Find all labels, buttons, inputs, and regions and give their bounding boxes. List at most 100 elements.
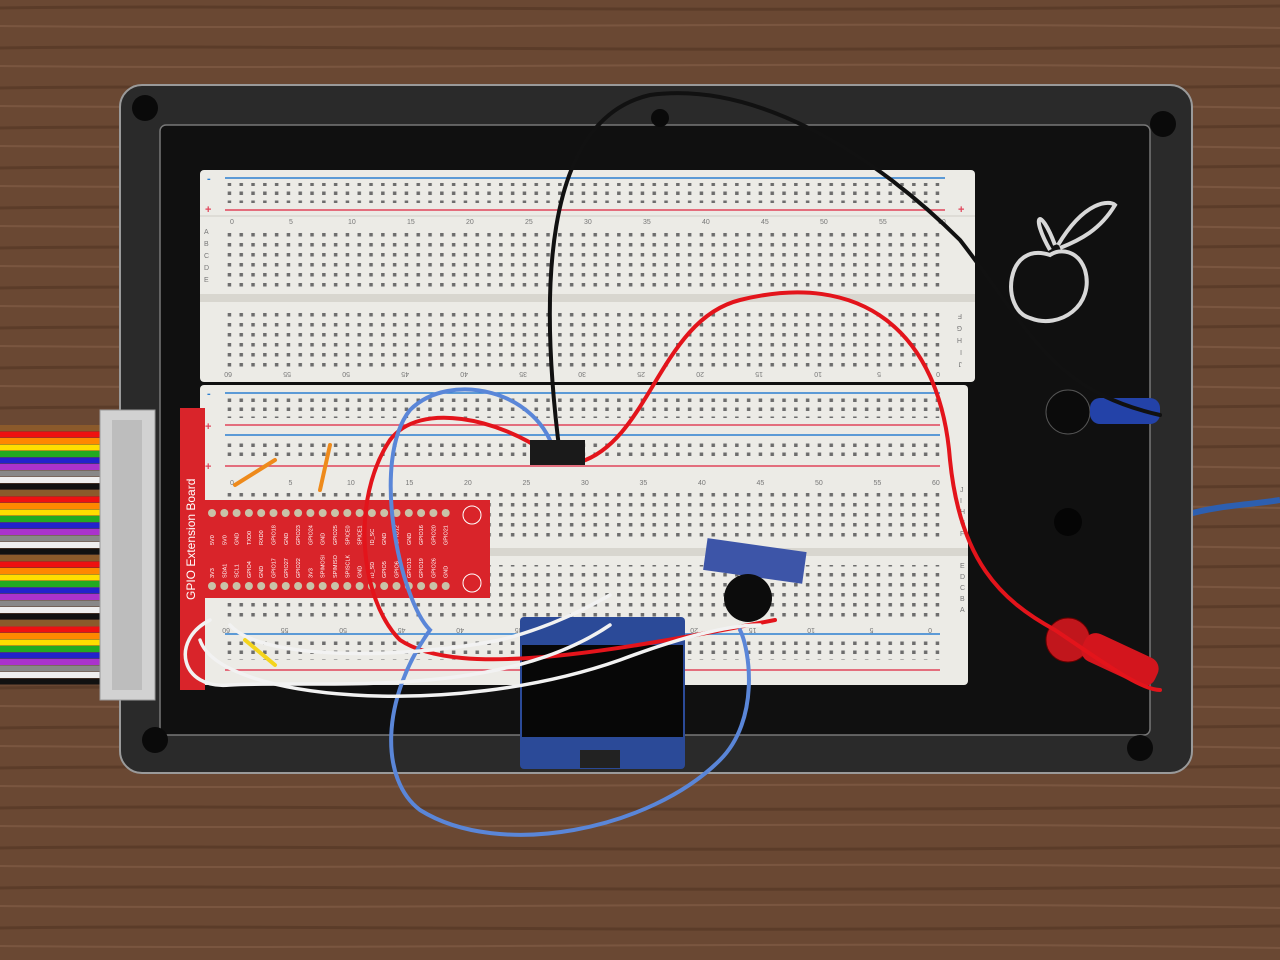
row-letter: E — [204, 277, 209, 284]
pin-label: GPIO16 — [419, 525, 425, 545]
orange-wire — [318, 443, 332, 492]
header-pin — [441, 509, 450, 517]
header-pin — [257, 509, 266, 517]
column-number: 5 — [289, 219, 293, 226]
column-number: 35 — [643, 219, 651, 226]
pin-label: SCL1 — [235, 564, 241, 578]
pin-label: SPISCLK — [345, 554, 351, 578]
header-pin — [306, 582, 315, 590]
header-pin — [355, 509, 364, 517]
push-button — [530, 440, 585, 465]
column-number: 5 — [870, 626, 874, 633]
row-letter: E — [960, 563, 965, 570]
header-pin — [392, 509, 401, 517]
rail-minus-label: - — [207, 173, 211, 185]
ribbon-strand — [0, 464, 105, 470]
header-pin — [441, 582, 450, 590]
header-pin — [318, 582, 327, 590]
ribbon-strand — [0, 483, 105, 490]
ribbon-strand — [0, 665, 105, 672]
ribbon-strand — [0, 626, 105, 633]
row-letter: H — [960, 509, 965, 516]
pin-label: GND — [259, 566, 265, 578]
row-letter: C — [960, 585, 965, 592]
row-letter: C — [204, 253, 209, 260]
pin-label: RXD0 — [259, 530, 265, 545]
column-number: 40 — [456, 626, 464, 633]
ribbon-cable — [0, 425, 105, 685]
column-number: 50 — [820, 219, 828, 226]
pin-label: GPIO27 — [284, 558, 290, 578]
pin-label: GPIO5 — [382, 561, 388, 578]
ribbon-strand — [0, 431, 105, 438]
row-letter: D — [960, 574, 965, 581]
header-pin — [417, 509, 426, 517]
header-pin — [294, 509, 303, 517]
pin-label: GND — [235, 533, 241, 545]
pin-label: SPICE1 — [358, 525, 364, 545]
pin-label: GPIO19 — [419, 558, 425, 578]
ribbon-strand — [0, 529, 105, 535]
column-number: 15 — [407, 219, 415, 226]
pin-label: GPIO21 — [444, 525, 450, 545]
pin-label: GPIO25 — [333, 525, 339, 545]
white-wire — [198, 623, 762, 698]
column-number: 10 — [347, 480, 355, 487]
row-letter: B — [960, 596, 965, 603]
black-binding-post — [1045, 389, 1160, 435]
column-number: 50 — [342, 370, 350, 377]
column-number: 25 — [525, 219, 533, 226]
ribbon-strand — [0, 425, 105, 431]
header-pin — [244, 509, 253, 517]
ribbon-strand — [0, 613, 105, 620]
pin-label: ID_SC — [370, 529, 376, 545]
ribbon-strand — [0, 503, 105, 509]
ribbon-strand — [0, 522, 105, 529]
header-pin — [208, 509, 216, 517]
ribbon-strand — [0, 509, 105, 516]
column-number: 25 — [637, 370, 645, 377]
ribbon-strand — [0, 470, 105, 477]
column-number: 20 — [464, 480, 472, 487]
row-letter: B — [204, 241, 209, 248]
row-letter: I — [960, 498, 962, 505]
pin-label: SPIMOSI — [321, 555, 327, 578]
pin-label: GPIO24 — [308, 525, 314, 545]
ribbon-strand — [0, 607, 105, 613]
header-pin — [306, 509, 315, 517]
column-number: 15 — [755, 370, 763, 377]
pin-label: GPIO6 — [395, 561, 401, 578]
raspberry-logo — [1009, 200, 1118, 324]
ribbon-strand — [0, 646, 105, 652]
column-number: 50 — [815, 480, 823, 487]
header-pin — [343, 582, 352, 590]
rail-plus-label: + — [205, 421, 211, 433]
sensor-module — [703, 538, 807, 622]
ribbon-strand — [0, 659, 105, 665]
header-pin — [232, 582, 241, 590]
column-number: 45 — [761, 219, 769, 226]
pin-label: GND — [358, 566, 364, 578]
header-pin — [220, 582, 229, 590]
screw-icon — [132, 95, 1176, 761]
column-number: 45 — [398, 626, 406, 633]
ribbon-strand — [0, 535, 105, 542]
column-number: 0 — [230, 219, 234, 226]
column-number: 40 — [460, 370, 468, 377]
ribbon-strand — [0, 639, 105, 646]
column-number: 60 — [224, 370, 232, 377]
ribbon-strand — [0, 555, 105, 561]
header-pin — [331, 509, 339, 517]
column-number: 55 — [874, 480, 882, 487]
column-number: 55 — [281, 626, 289, 633]
pin-label: GND — [284, 533, 290, 545]
row-letter: J — [960, 487, 964, 494]
header-pin — [244, 582, 253, 590]
column-number: 15 — [406, 480, 414, 487]
black-wire — [547, 91, 1162, 457]
header-pin — [294, 582, 303, 590]
pin-label: GPIO17 — [272, 558, 278, 578]
header-pin — [281, 509, 290, 517]
pin-label: TXD0 — [247, 531, 253, 545]
